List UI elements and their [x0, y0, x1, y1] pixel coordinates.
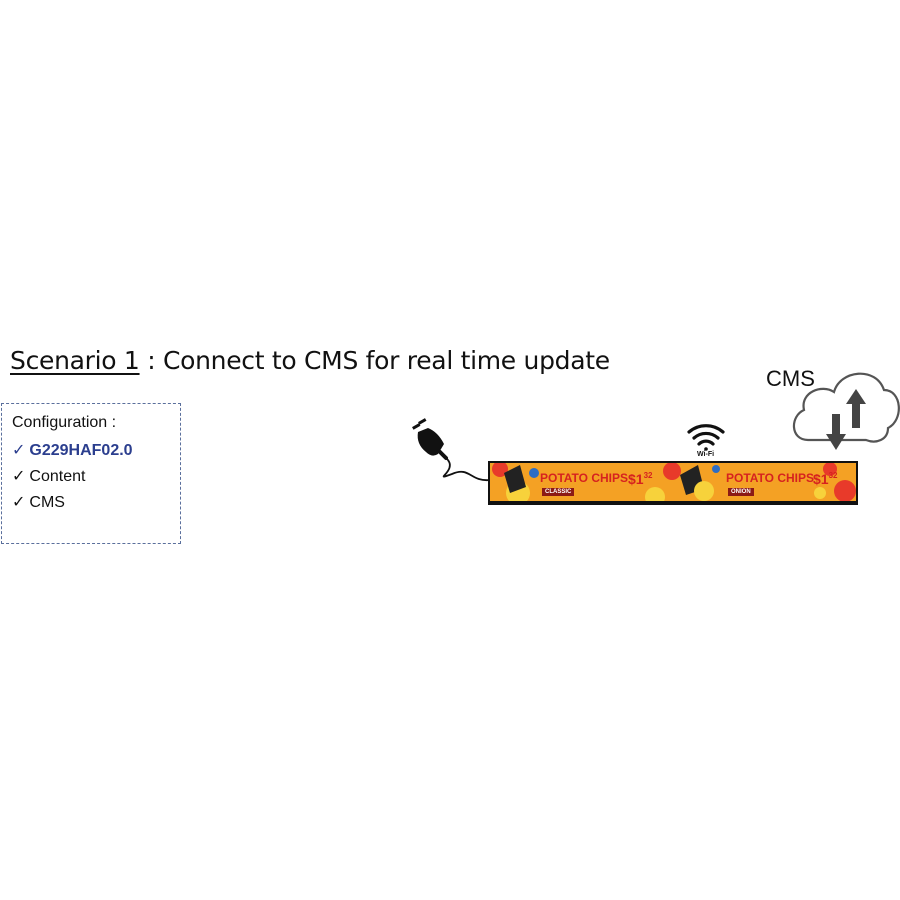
config-item-cms: ✓CMS: [12, 492, 65, 512]
ad-background-art: [492, 463, 856, 501]
wifi-label: Wi-Fi: [697, 451, 715, 458]
ad-flavor-tag: ONION: [728, 488, 754, 496]
display-screen: POTATO CHIPS $132 CLASSIC POTATO CHIPS $…: [490, 463, 856, 501]
config-item-label: CMS: [29, 494, 65, 511]
ad-flavor-tag: CLASSIC: [542, 488, 575, 496]
power-plug-icon: [412, 418, 448, 460]
ad-price: $132: [813, 471, 838, 487]
checkmark-icon: ✓: [12, 468, 26, 485]
checkmark-icon: ✓: [12, 442, 26, 459]
power-cable: [442, 457, 491, 481]
cloud-sync-icon: [792, 372, 900, 450]
scenario-title: Scenario 1 : Connect to CMS for real tim…: [10, 346, 610, 375]
ad-product-name: POTATO CHIPS: [540, 471, 629, 485]
checkmark-icon: ✓: [12, 494, 26, 511]
ad-product-name: POTATO CHIPS: [726, 471, 815, 485]
config-item-label: G229HAF02.0: [29, 442, 133, 459]
config-item-content: ✓Content: [12, 466, 85, 486]
config-item-model: ✓G229HAF02.0: [12, 440, 133, 460]
ad-price: $132: [628, 471, 653, 487]
stretched-display: POTATO CHIPS $132 CLASSIC POTATO CHIPS $…: [488, 461, 858, 505]
wifi-icon: [687, 424, 725, 451]
cms-label: CMS: [766, 366, 815, 391]
configuration-box: Configuration : ✓G229HAF02.0 ✓Content ✓C…: [1, 403, 181, 544]
config-item-label: Content: [29, 468, 86, 485]
scenario-description: : Connect to CMS for real time update: [139, 346, 610, 375]
scenario-number: Scenario 1: [10, 346, 140, 375]
configuration-heading: Configuration :: [12, 414, 117, 431]
